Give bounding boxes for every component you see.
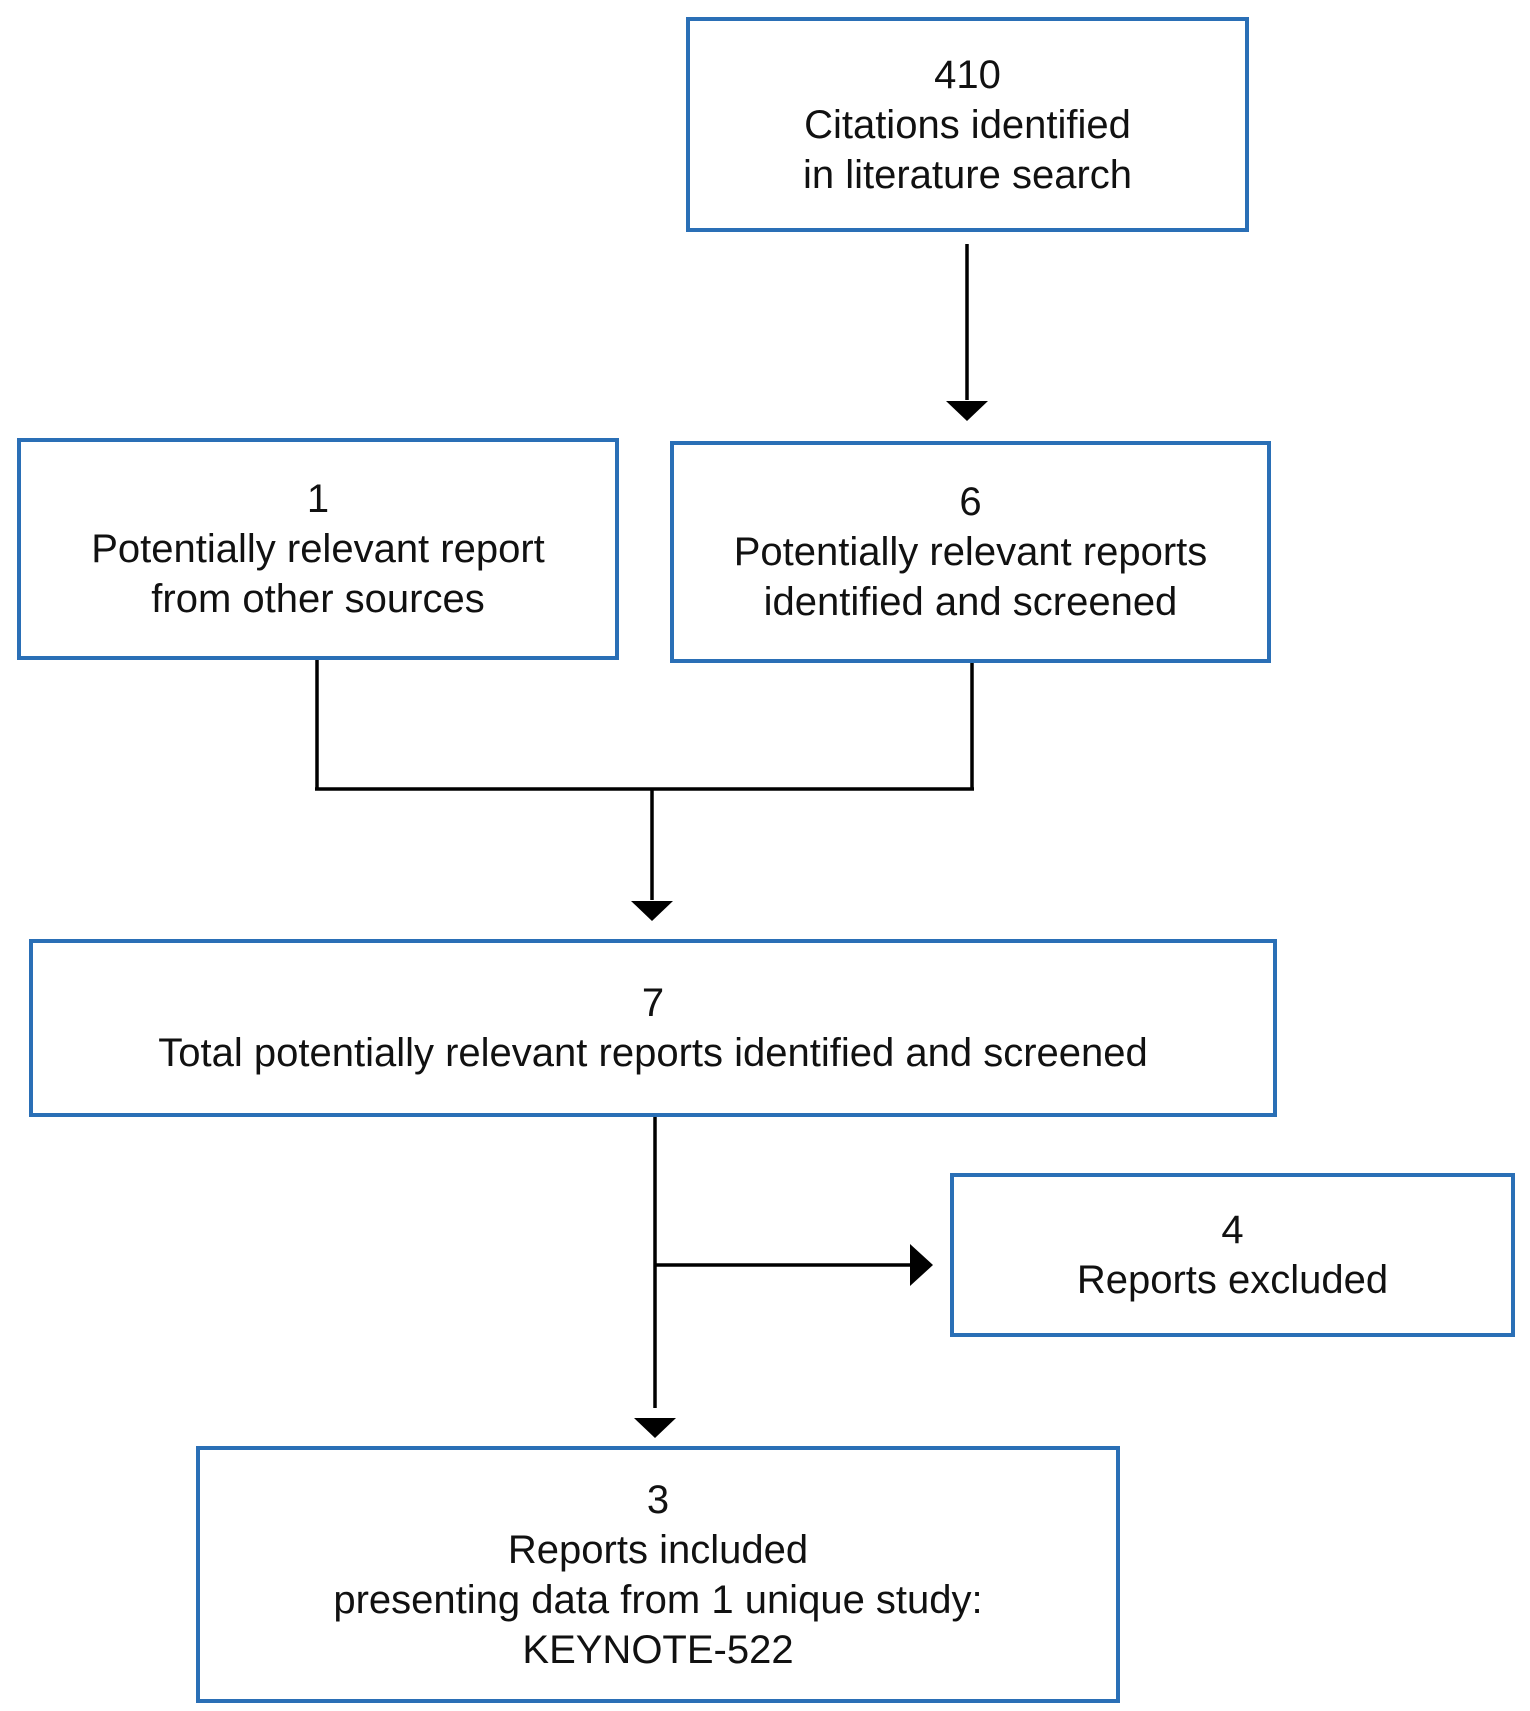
arrowhead-to-total [631, 901, 673, 921]
arrowhead-to-identified [946, 401, 988, 421]
excluded-box: 4 Reports excluded [950, 1173, 1515, 1337]
total-screened-label-line-1: Total potentially relevant reports ident… [158, 1031, 1148, 1075]
arrowhead-to-excluded [910, 1244, 933, 1286]
other-sources-count: 1 [306, 477, 330, 521]
literature-search-box: 410 Citations identified in literature s… [686, 17, 1249, 232]
identified-screened-label-line-2: identified and screened [763, 580, 1178, 624]
included-count: 3 [646, 1477, 670, 1522]
other-sources-label-line-1: Potentially relevant report [91, 527, 545, 571]
total-screened-count: 7 [641, 981, 665, 1025]
excluded-label-line-1: Reports excluded [1076, 1258, 1389, 1302]
identified-screened-box: 6 Potentially relevant reports identifie… [670, 441, 1271, 663]
excluded-count: 4 [1221, 1208, 1244, 1252]
included-box: 3 Reports included presenting data from … [196, 1446, 1120, 1703]
literature-search-label-line-1: Citations identified [804, 102, 1131, 147]
included-label-line-2: presenting data from 1 unique study: [333, 1577, 983, 1622]
arrowhead-to-included [634, 1418, 676, 1438]
literature-search-count: 410 [934, 52, 1001, 97]
total-screened-box: 7 Total potentially relevant reports ide… [29, 939, 1277, 1117]
other-sources-label-line-2: from other sources [151, 577, 485, 621]
literature-search-label-line-2: in literature search [802, 152, 1133, 197]
included-label-line-3: KEYNOTE-522 [522, 1627, 794, 1672]
identified-screened-count: 6 [959, 480, 982, 524]
other-sources-box: 1 Potentially relevant report from other… [17, 438, 619, 660]
identified-screened-label-line-1: Potentially relevant reports [733, 530, 1208, 574]
included-label-line-1: Reports included [507, 1527, 809, 1572]
